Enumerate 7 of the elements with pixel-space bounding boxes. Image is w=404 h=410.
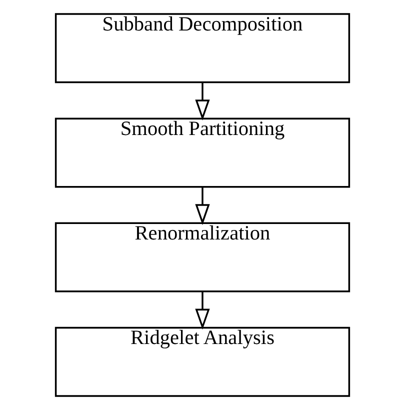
arrow: [194, 82, 210, 121]
node-box: Renormalization: [54, 222, 350, 292]
arrow: [194, 291, 210, 330]
arrow: [194, 186, 210, 226]
node-box: Smooth Partitioning: [54, 118, 350, 188]
node-box: Ridgelet Analysis: [54, 326, 350, 397]
node-box: Subband Decomposition: [54, 13, 350, 84]
